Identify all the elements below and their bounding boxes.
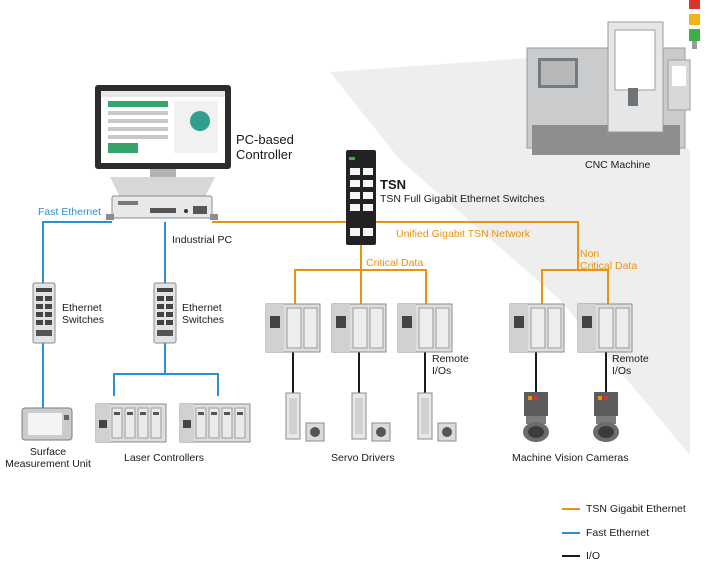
unified-network-label: Unified Gigabit TSN Network [396, 228, 531, 240]
io-lines [292, 352, 607, 393]
laser-controller-right-icon [179, 403, 251, 443]
machine-vision-camera-1-icon [523, 392, 549, 442]
ethernet-switches-right-label: Ethernet Switches [182, 302, 225, 326]
legend-label-fast-ethernet: Fast Ethernet [586, 527, 650, 539]
remote-ios-servo-label: Remote I/Os [432, 353, 469, 377]
servo-driver-2-icon [351, 392, 391, 442]
fast-ethernet-label: Fast Ethernet [38, 206, 102, 218]
remote-io-module-2-icon [331, 303, 387, 353]
machine-vision-cameras-label: Machine Vision Cameras [512, 452, 629, 464]
tsn-title: TSN [380, 177, 406, 192]
legend-swatch-io [562, 555, 580, 557]
servo-drivers-label: Servo Drivers [331, 452, 395, 464]
tsn-subtitle: TSN Full Gigabit Ethernet Switches [380, 193, 545, 205]
machine-vision-camera-2-icon [593, 392, 619, 442]
legend-label-io: I/O [586, 550, 601, 562]
servo-driver-3-icon [417, 392, 457, 442]
laser-controller-left-icon [95, 403, 167, 443]
pc-controller-label: PC-based Controller [236, 132, 294, 162]
ethernet-switch-left-icon [32, 282, 56, 344]
surface-measurement-unit-icon [21, 407, 73, 441]
tsn-gigabit-lines [212, 221, 609, 305]
servo-driver-1-icon [285, 392, 325, 442]
fast-ethernet-lines [42, 221, 219, 408]
cnc-projection [330, 58, 690, 455]
cnc-machine-icon [526, 0, 700, 155]
pc-monitor-icon [95, 85, 231, 197]
remote-io-module-3-icon [397, 303, 453, 353]
remote-io-module-5-icon [577, 303, 633, 353]
remote-ios-camera-label: Remote I/Os [612, 353, 649, 377]
legend-swatch-fast-ethernet [562, 532, 580, 534]
cnc-machine-label: CNC Machine [585, 159, 651, 171]
remote-io-module-1-icon [265, 303, 321, 353]
surface-measurement-label: Surface Measurement Unit [5, 446, 91, 470]
legend-label-tsn: TSN Gigabit Ethernet [586, 503, 686, 515]
ethernet-switch-right-icon [153, 282, 177, 344]
legend-swatch-tsn [562, 508, 580, 510]
critical-data-label: Critical Data [366, 257, 424, 269]
industrial-pc-label: Industrial PC [172, 234, 233, 246]
remote-io-module-4-icon [509, 303, 565, 353]
laser-controllers-label: Laser Controllers [124, 452, 204, 464]
tsn-switch-icon [346, 150, 376, 245]
industrial-pc-icon [106, 195, 218, 220]
ethernet-switches-left-label: Ethernet Switches [62, 302, 105, 326]
non-critical-data-label: Non Critical Data [580, 248, 638, 272]
